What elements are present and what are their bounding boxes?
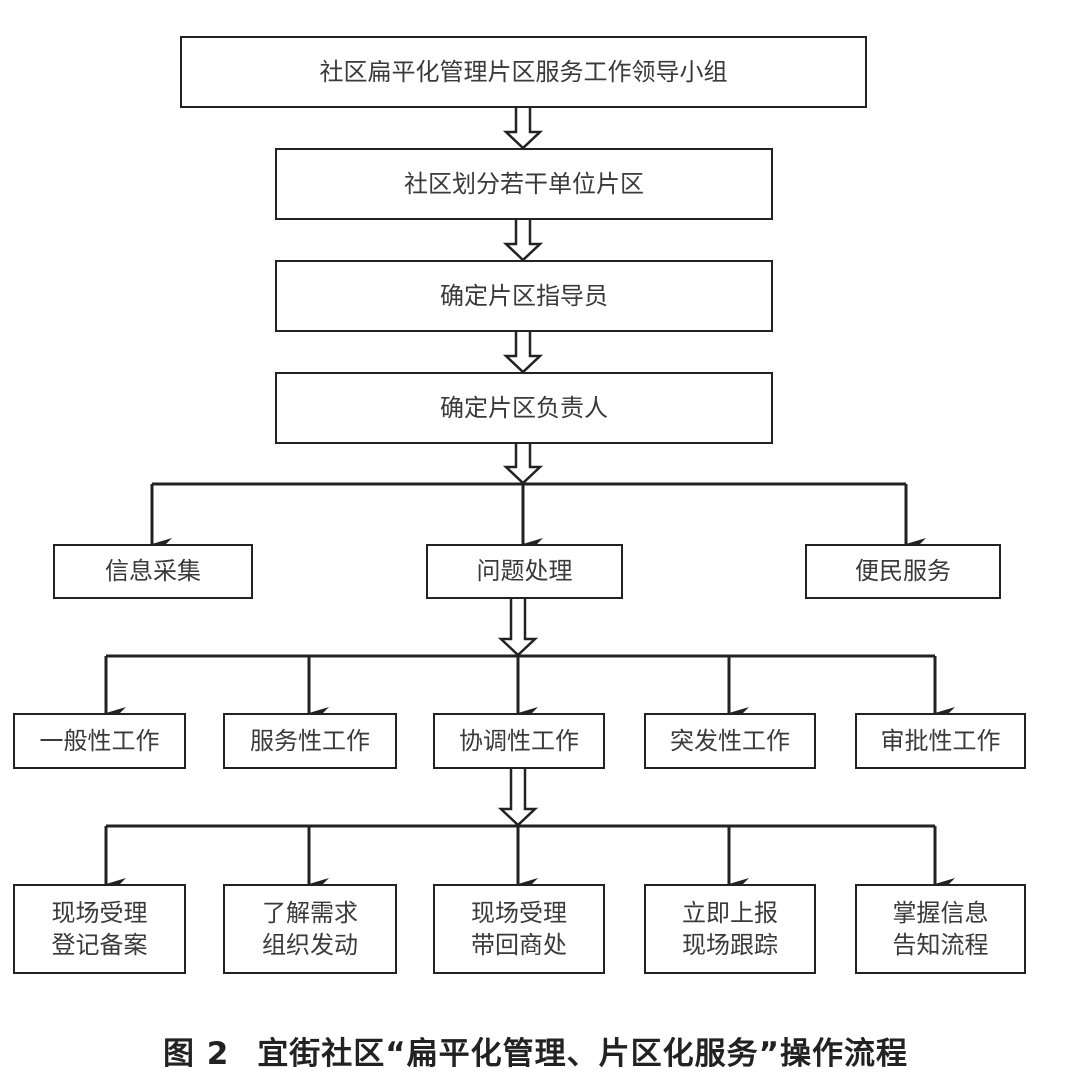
box-label-line1: 现场受理 xyxy=(471,898,567,927)
box-work-type: 审批性工作 xyxy=(855,713,1026,769)
box-action: 现场受理 带回商处 xyxy=(433,884,605,974)
box-branch-convenience-service: 便民服务 xyxy=(805,544,1001,599)
box-label: 服务性工作 xyxy=(250,726,370,755)
figure-title: 宜街社区“扁平化管理、片区化服务”操作流程 xyxy=(257,1036,909,1072)
box-work-type: 协调性工作 xyxy=(433,713,605,769)
box-label: 确定片区负责人 xyxy=(440,393,608,422)
box-label: 信息采集 xyxy=(105,557,201,586)
box-area-instructor: 确定片区指导员 xyxy=(275,260,773,332)
box-label: 社区扁平化管理片区服务工作领导小组 xyxy=(319,57,728,86)
figure-caption: 图 2 宜街社区“扁平化管理、片区化服务”操作流程 xyxy=(0,1028,1071,1073)
box-action: 立即上报 现场跟踪 xyxy=(644,884,816,974)
box-action: 掌握信息 告知流程 xyxy=(855,884,1026,974)
box-label-line1: 现场受理 xyxy=(51,898,148,927)
hollow-arrow xyxy=(502,444,544,485)
box-label: 确定片区指导员 xyxy=(440,281,608,310)
box-label: 突发性工作 xyxy=(670,726,790,755)
box-label-line1: 立即上报 xyxy=(682,898,778,927)
box-branch-info-collection: 信息采集 xyxy=(53,544,253,599)
box-label-line2: 组织发动 xyxy=(262,931,358,959)
box-label-line2: 带回商处 xyxy=(471,931,567,959)
hollow-arrow xyxy=(502,332,544,374)
hollow-arrow xyxy=(497,769,539,827)
box-label: 社区划分若干单位片区 xyxy=(404,169,644,198)
box-label: 协调性工作 xyxy=(459,726,579,755)
box-divide-areas: 社区划分若干单位片区 xyxy=(275,148,773,220)
box-label-line1: 了解需求 xyxy=(262,898,358,927)
box-label-line2: 现场跟踪 xyxy=(682,931,778,959)
box-action: 了解需求 组织发动 xyxy=(223,884,397,974)
hollow-arrow xyxy=(502,220,544,262)
box-label: 一般性工作 xyxy=(39,726,160,755)
box-action: 现场受理 登记备案 xyxy=(13,884,186,974)
box-label-line2: 告知流程 xyxy=(892,931,989,959)
box-label: 审批性工作 xyxy=(880,726,1001,755)
box-work-type: 一般性工作 xyxy=(13,713,186,769)
hollow-arrow xyxy=(502,108,544,150)
box-label: 便民服务 xyxy=(855,557,951,586)
figure-number: 图 2 xyxy=(162,1036,230,1072)
box-area-leader: 确定片区负责人 xyxy=(275,372,773,444)
box-label-line2: 登记备案 xyxy=(51,931,148,959)
box-leadership-group: 社区扁平化管理片区服务工作领导小组 xyxy=(180,36,867,108)
box-work-type: 服务性工作 xyxy=(223,713,397,769)
box-label: 问题处理 xyxy=(476,557,573,586)
box-branch-problem-handling: 问题处理 xyxy=(426,544,623,599)
box-work-type: 突发性工作 xyxy=(644,713,816,769)
box-label-line1: 掌握信息 xyxy=(892,898,989,927)
hollow-arrow xyxy=(497,599,539,657)
